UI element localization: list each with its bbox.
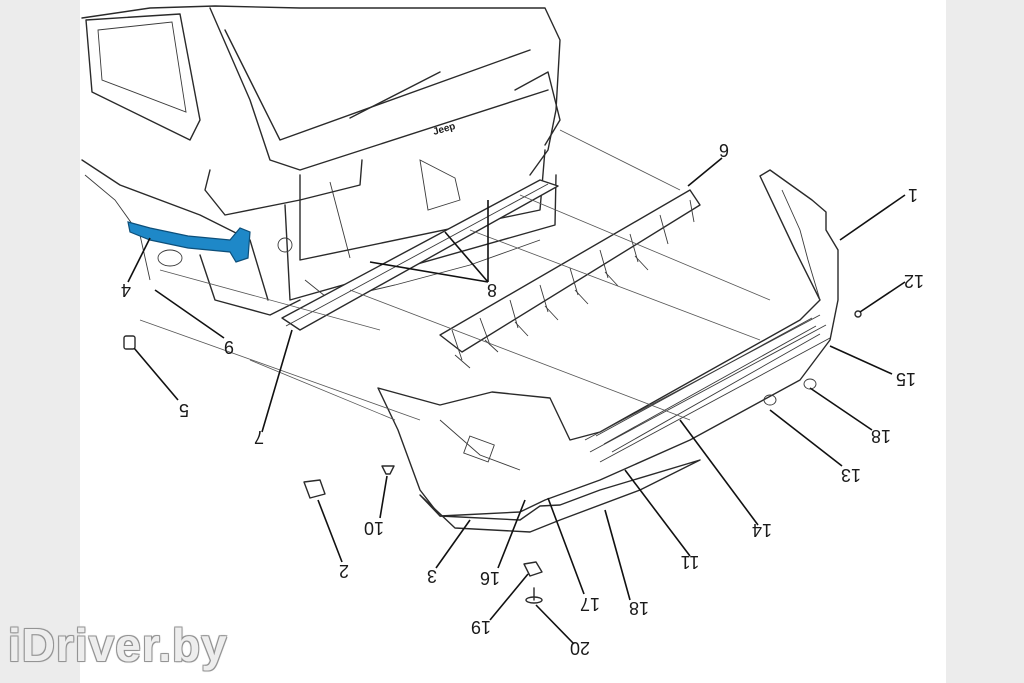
callout-3: 3 bbox=[427, 566, 437, 586]
vehicle-body: Jeep bbox=[81, 5, 561, 316]
callout-12: 12 bbox=[904, 271, 924, 291]
callout-9: 9 bbox=[224, 337, 234, 357]
part-6-energy-absorber bbox=[439, 189, 701, 369]
callout-18-right: 18 bbox=[871, 426, 891, 446]
part-4-bracket-highlighted bbox=[127, 221, 251, 263]
callout-16: 16 bbox=[480, 568, 500, 588]
callout-8: 8 bbox=[487, 280, 497, 300]
callout-20: 20 bbox=[570, 638, 590, 658]
callout-18-bottom: 18 bbox=[629, 598, 649, 618]
callout-4: 4 bbox=[121, 280, 131, 300]
callout-1: 1 bbox=[908, 185, 918, 205]
callout-17: 17 bbox=[580, 594, 600, 614]
part-10-fastener bbox=[381, 465, 395, 475]
part-7-reinforcement-beam bbox=[281, 179, 559, 331]
callout-19: 19 bbox=[471, 617, 491, 637]
site-watermark: iDriver.by bbox=[8, 619, 228, 671]
part-12-screw bbox=[854, 310, 862, 318]
callout-7: 7 bbox=[254, 427, 264, 447]
assembly-guide-lines bbox=[139, 129, 771, 421]
part-20-bolt bbox=[525, 587, 543, 604]
part-2-clip bbox=[303, 479, 326, 499]
vehicle-badge: Jeep bbox=[432, 121, 457, 138]
callout-2: 2 bbox=[339, 561, 349, 581]
part-19-nut bbox=[523, 561, 543, 577]
callout-13: 13 bbox=[841, 465, 861, 485]
callout-14: 14 bbox=[752, 520, 772, 540]
callout-15: 15 bbox=[896, 369, 916, 389]
callout-5: 5 bbox=[179, 400, 189, 420]
part-5-clip bbox=[123, 335, 136, 350]
callout-labels: 1 2 3 4 5 6 7 8 9 10 11 12 13 14 15 16 1… bbox=[121, 140, 924, 658]
part-3-lower-fascia bbox=[419, 459, 701, 533]
callout-10: 10 bbox=[364, 518, 384, 538]
callout-11: 11 bbox=[681, 552, 700, 572]
part-1-bumper-fascia bbox=[377, 169, 839, 517]
callout-6: 6 bbox=[719, 140, 729, 160]
leader-lines bbox=[127, 157, 906, 645]
